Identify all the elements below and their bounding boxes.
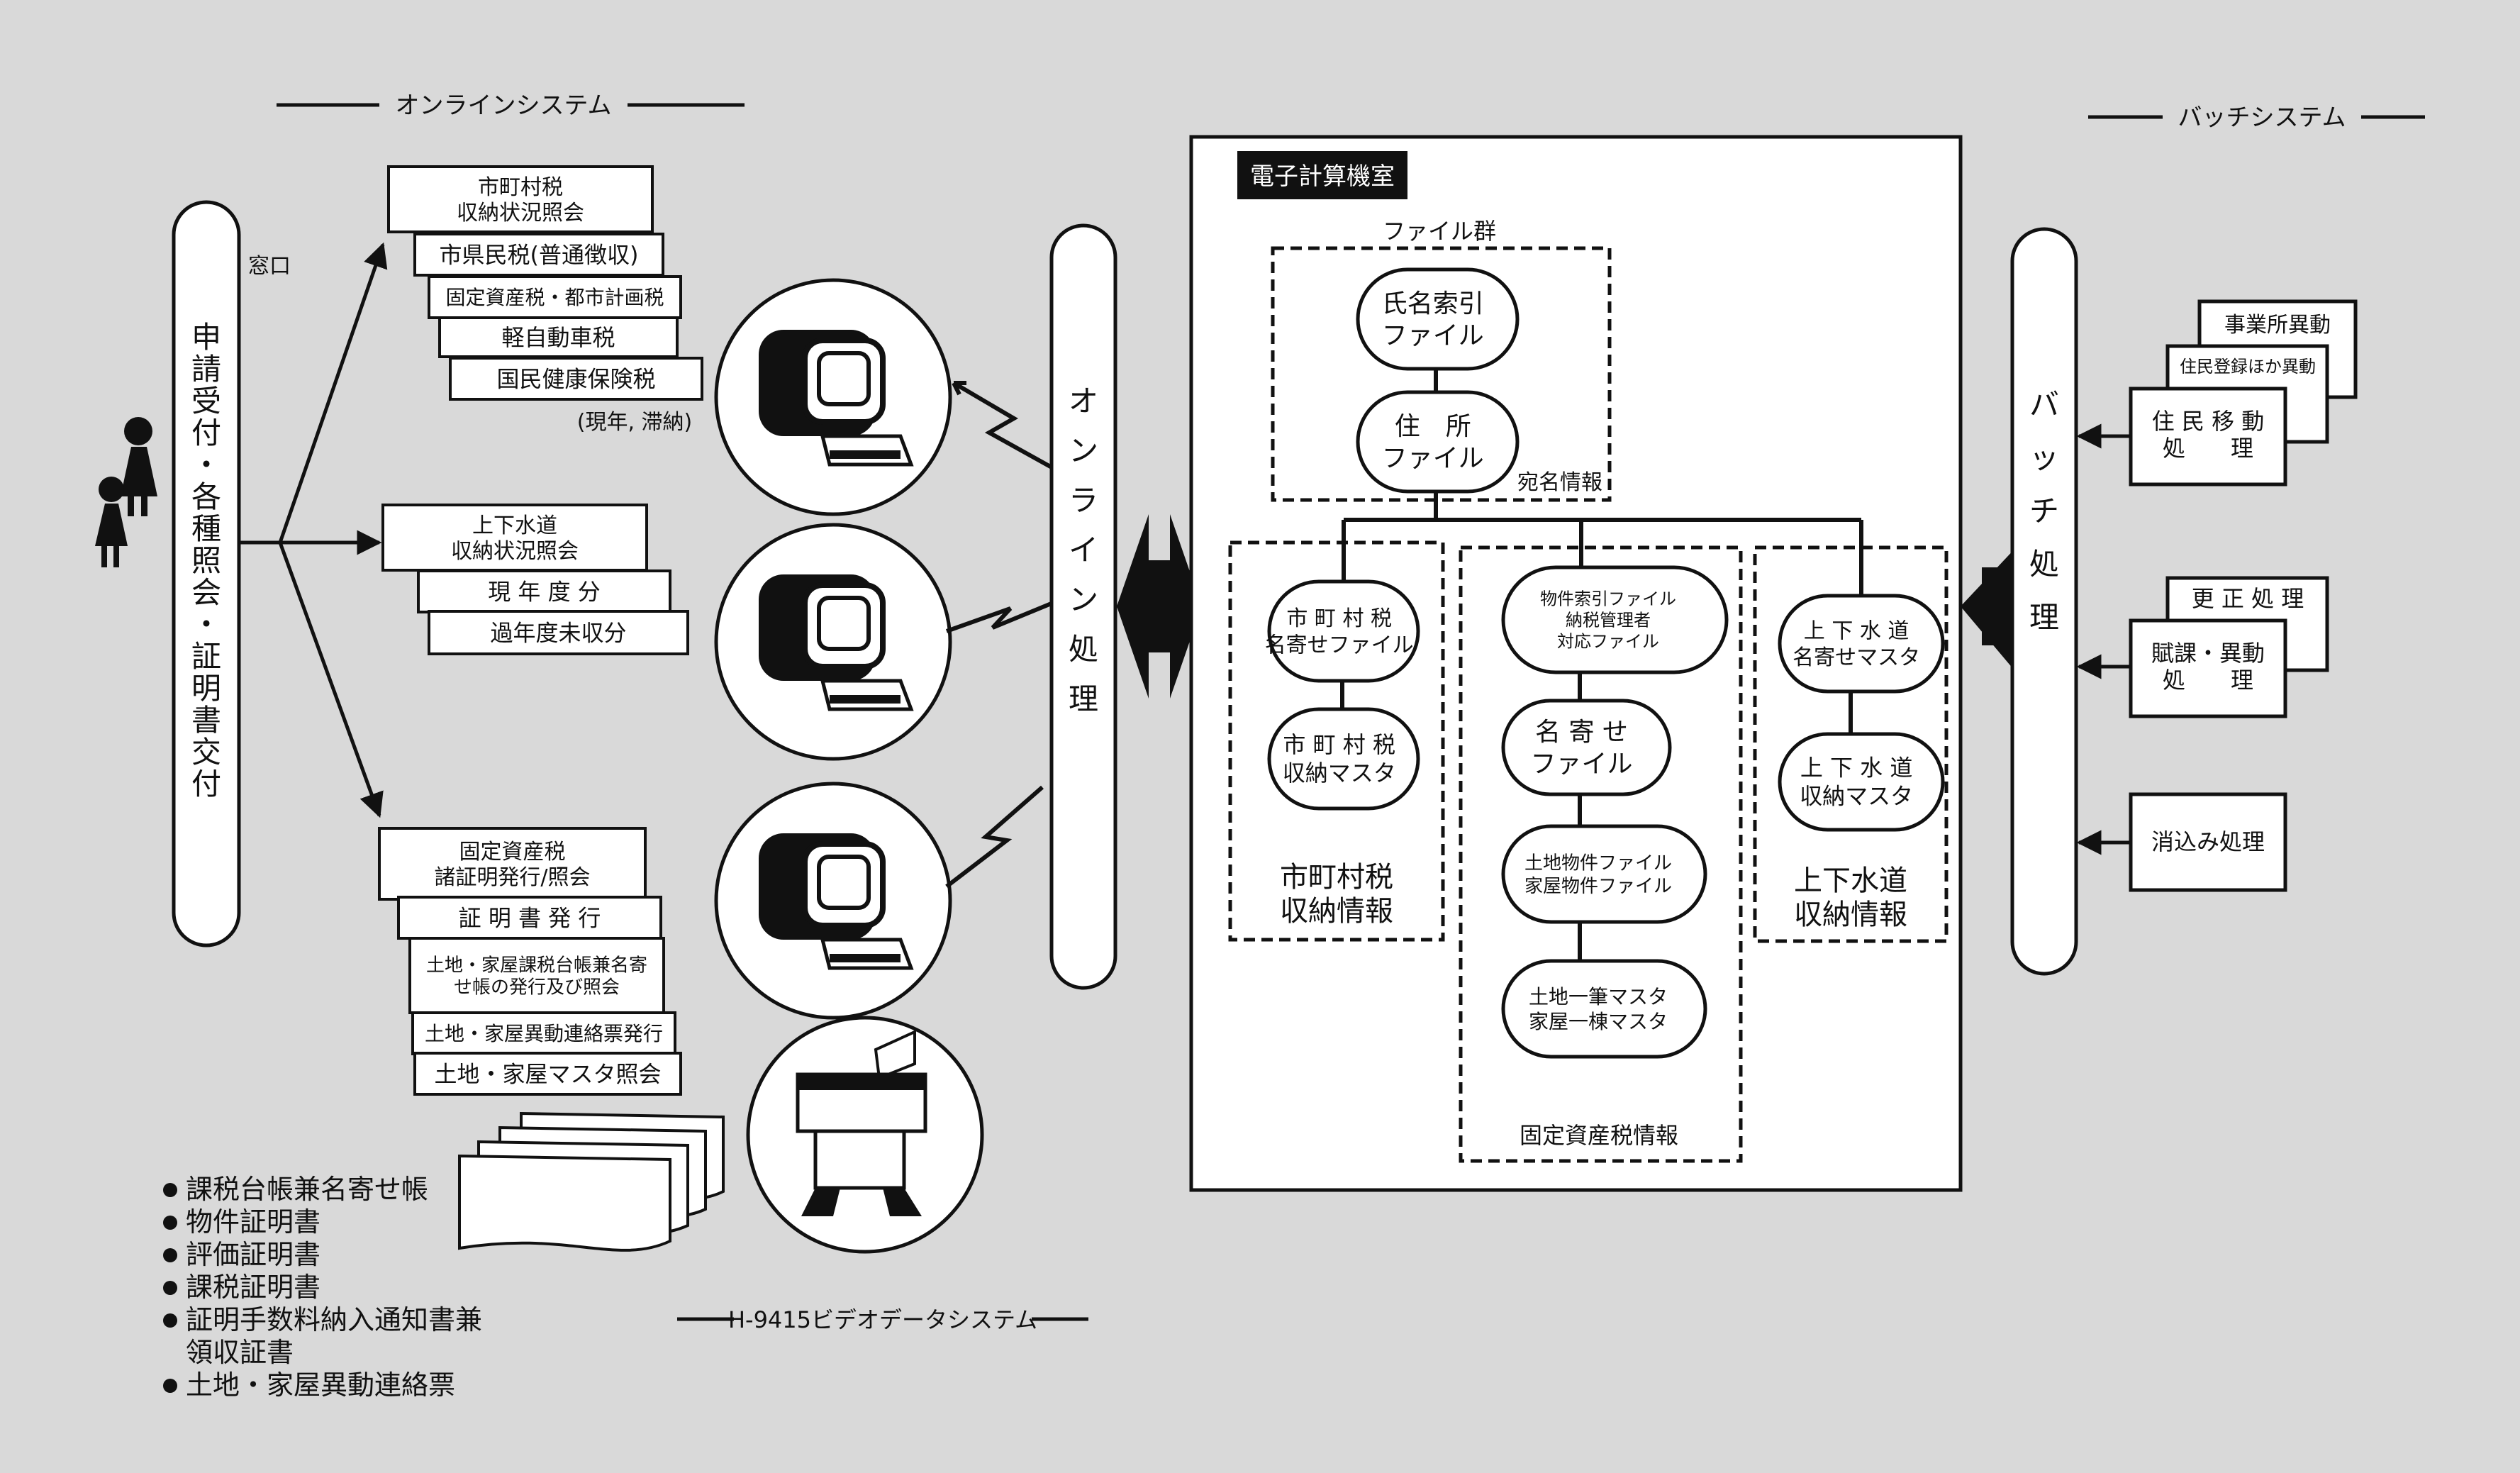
video-system-label: H-9415ビデオデータシステム — [728, 1306, 1037, 1333]
menu-item-label: 土地・家屋異動連絡票発行 — [425, 1022, 663, 1045]
branch-arrows — [239, 245, 383, 816]
output-document-label: 土地・家屋異動連絡票 — [186, 1369, 455, 1401]
menu-item-label: 過年度未収分 — [490, 620, 626, 647]
batch-input-resident: 事業所異動 住民登録ほか異動 住 民 移 動処 理 — [2131, 301, 2355, 484]
output-document-label: 領収証書 — [186, 1337, 294, 1368]
data-file-icon: 住 所ファイル — [1358, 392, 1517, 491]
data-file-icon: 土地一筆マスタ家屋一棟マスタ — [1503, 961, 1705, 1057]
data-file-icon: 名 寄 せファイル — [1503, 701, 1670, 794]
data-file-icon: 物件索引ファイル納税管理者対応ファイル — [1503, 567, 1727, 672]
people-icon — [95, 417, 157, 567]
communication-link-icons — [947, 383, 1053, 886]
video-terminal-icon — [716, 525, 950, 759]
output-document-label: 評価証明書 — [186, 1239, 320, 1270]
menu-item-label: 固定資産税・都市計画税 — [445, 286, 664, 309]
batch-link-arrow — [1961, 546, 2017, 674]
output-document-list: 課税台帳兼名寄せ帳物件証明書評価証明書課税証明書証明手数料納入通知書兼領収証書土… — [163, 1174, 482, 1401]
output-document-label: 証明手数料納入通知書兼 — [186, 1304, 482, 1335]
bullet-icon — [163, 1248, 177, 1262]
menu-item-label: 国民健康保険税 — [496, 366, 655, 393]
reception-label: 申請受付・各種照会・証明書交付 — [191, 320, 221, 801]
menu-item-label: 現 年 度 分 — [488, 579, 601, 606]
bullet-icon — [163, 1183, 177, 1197]
batch-input-arrows — [2079, 436, 2131, 843]
output-document-label: 課税証明書 — [186, 1272, 320, 1303]
online-system-label: オンラインシステム — [396, 91, 612, 120]
bullet-icon — [163, 1216, 177, 1230]
video-system-title: H-9415ビデオデータシステム — [677, 1306, 1088, 1333]
bullet-icon — [163, 1281, 177, 1295]
menu-item-label: 土地・家屋マスタ照会 — [434, 1061, 661, 1088]
clearing-label: 消込み処理 — [2151, 828, 2265, 855]
address-info-label: 宛名情報 — [1517, 470, 1602, 495]
online-processing-label: オンライン処理 — [1069, 384, 1098, 716]
data-file-icon: 氏名索引ファイル — [1358, 269, 1517, 369]
levy-change-label: 賦課・異動処 理 — [2151, 640, 2265, 694]
online-menu-group-city-tax: 市町村税収納状況照会市県民税(普通徴収)固定資産税・都市計画税軽自動車税国民健康… — [389, 167, 702, 399]
batch-input-clearing: 消込み処理 — [2131, 794, 2285, 890]
menu-item-label: 証 明 書 発 行 — [459, 905, 601, 932]
data-file-icon: 市 町 村 税名寄せファイル — [1265, 582, 1418, 681]
output-document-label: 物件証明書 — [186, 1206, 320, 1238]
data-file-icon: 上 下 水 道名寄せマスタ — [1780, 596, 1943, 691]
correction-label: 更 正 処 理 — [2192, 585, 2304, 612]
terminal-group — [716, 280, 950, 1018]
data-file-icon: 市 町 村 税収納マスタ — [1269, 709, 1418, 808]
menu-item-label: 軽自動車税 — [501, 324, 615, 351]
computer-room-title: 電子計算機室 — [1250, 162, 1395, 191]
output-document-label: 課税台帳兼名寄せ帳 — [186, 1174, 428, 1205]
file-group-label: ファイル群 — [1383, 218, 1496, 245]
menu-item-label: 土地・家屋課税台帳兼名寄せ帳の発行及び照会 — [426, 955, 647, 998]
bullet-icon — [163, 1379, 177, 1393]
batch-system-title: バッチシステム — [2088, 104, 2425, 132]
bullet-icon — [163, 1313, 177, 1328]
office-change-label: 事業所異動 — [2224, 313, 2331, 338]
online-system-title: オンラインシステム — [277, 91, 745, 120]
property-tax-info-label: 固定資産税情報 — [1520, 1122, 1678, 1149]
online-link-arrow — [1117, 514, 1202, 699]
printer-icon — [748, 1018, 982, 1252]
output-paper-stack-icon — [459, 1113, 723, 1250]
batch-system-label: バッチシステム — [2178, 104, 2346, 132]
current-delinquent-note: (現年, 滞納) — [577, 410, 692, 435]
resident-registration-change-label: 住民登録ほか異動 — [2180, 357, 2316, 377]
data-file-icon: 上 下 水 道収納マスタ — [1780, 734, 1943, 830]
online-menu-group-property-tax: 固定資産税諸証明発行/照会証 明 書 発 行土地・家屋課税台帳兼名寄せ帳の発行及… — [379, 828, 681, 1094]
window-label: 窓口 — [248, 254, 291, 279]
video-terminal-icon — [716, 280, 950, 514]
data-file-icon: 土地物件ファイル家屋物件ファイル — [1503, 826, 1705, 922]
video-terminal-icon — [716, 784, 950, 1018]
resident-move-label: 住 民 移 動処 理 — [2152, 408, 2265, 462]
menu-item-label: 市県民税(普通徴収) — [440, 242, 639, 269]
batch-input-correction: 更 正 処 理 賦課・異動処 理 — [2131, 578, 2327, 716]
